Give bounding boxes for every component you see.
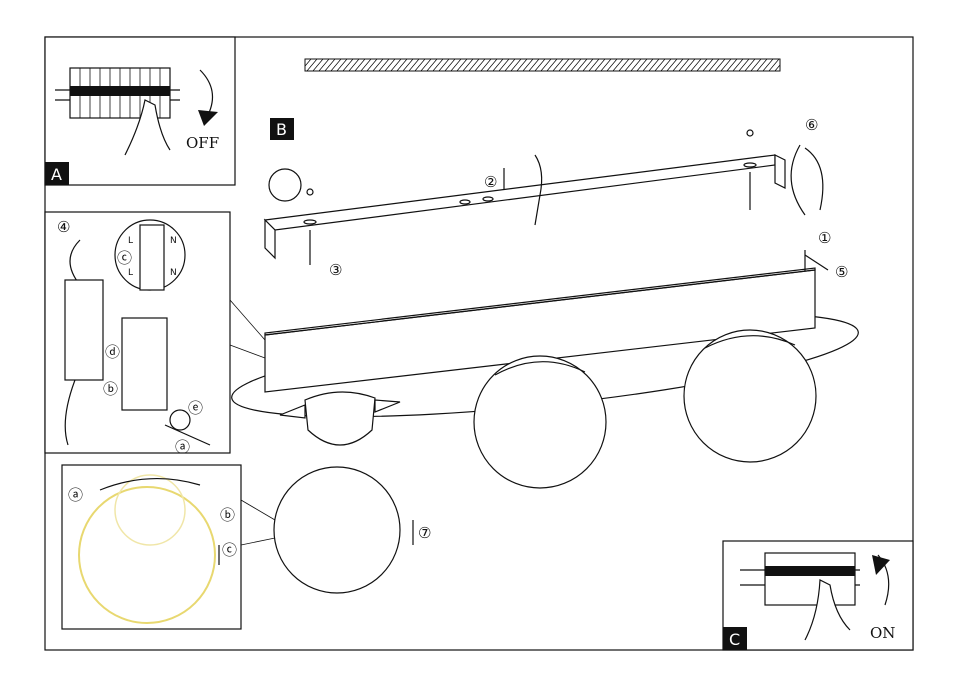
- rotate-arrow-icon: [199, 69, 214, 116]
- on-label: ON: [870, 624, 895, 642]
- panel-c-label: C: [729, 630, 740, 649]
- step-5: ⑤: [835, 263, 848, 281]
- detail-a: ⓐ: [68, 486, 83, 504]
- panel-b-label: B: [276, 120, 287, 139]
- off-label: OFF: [186, 134, 219, 152]
- step-1: ①: [818, 229, 831, 247]
- hand-icon: [804, 579, 851, 641]
- rotate-arrow-icon: [790, 144, 806, 216]
- terminal-n-top: N: [170, 236, 177, 246]
- lamp-holder: [279, 391, 401, 446]
- breaker-icon: [764, 552, 856, 606]
- step-3: ③: [329, 261, 342, 279]
- globe-detail-panel: ⓐ ⓑ ⓒ: [61, 464, 242, 630]
- panel-c-switch-on: C ON: [722, 540, 914, 651]
- junction-box: [64, 279, 104, 381]
- glass-globe: [473, 355, 607, 489]
- detail-b: ⓑ: [220, 506, 235, 524]
- ceiling-hatch: [304, 58, 781, 72]
- screwdriver-icon: [164, 424, 211, 446]
- panel-a-label: A: [51, 165, 62, 184]
- wiring-e: ⓔ: [188, 399, 203, 417]
- hand-icon: [124, 99, 171, 156]
- panel-a-switch-off: A OFF: [44, 36, 236, 186]
- junction-box-cover: [121, 317, 168, 411]
- wiring-b: ⓑ: [103, 380, 118, 398]
- wiring-c: ⓒ: [117, 249, 132, 267]
- step-7: ⑦: [418, 524, 431, 542]
- detail-c: ⓒ: [222, 541, 237, 559]
- cable: [534, 154, 543, 226]
- panel-b-marker: [270, 118, 294, 140]
- loose-globe: [273, 466, 401, 594]
- step-6: ⑥: [805, 116, 818, 134]
- breaker-icon: [55, 67, 180, 119]
- mounting-bracket: [263, 154, 786, 260]
- terminal-l-bottom: L: [128, 268, 133, 278]
- terminal-l-top: L: [128, 236, 133, 246]
- wiring-a: ⓐ: [175, 438, 190, 456]
- wiring-panel: ④ ⓒ L N L N ⓓ ⓑ ⓔ ⓐ: [44, 211, 266, 456]
- step-4: ④: [57, 218, 70, 236]
- wall-plug-icon: [268, 168, 302, 202]
- glass-globe: [683, 329, 817, 463]
- step-2: ②: [484, 173, 497, 191]
- terminal-n-bottom: N: [170, 268, 177, 278]
- wiring-d: ⓓ: [105, 343, 120, 361]
